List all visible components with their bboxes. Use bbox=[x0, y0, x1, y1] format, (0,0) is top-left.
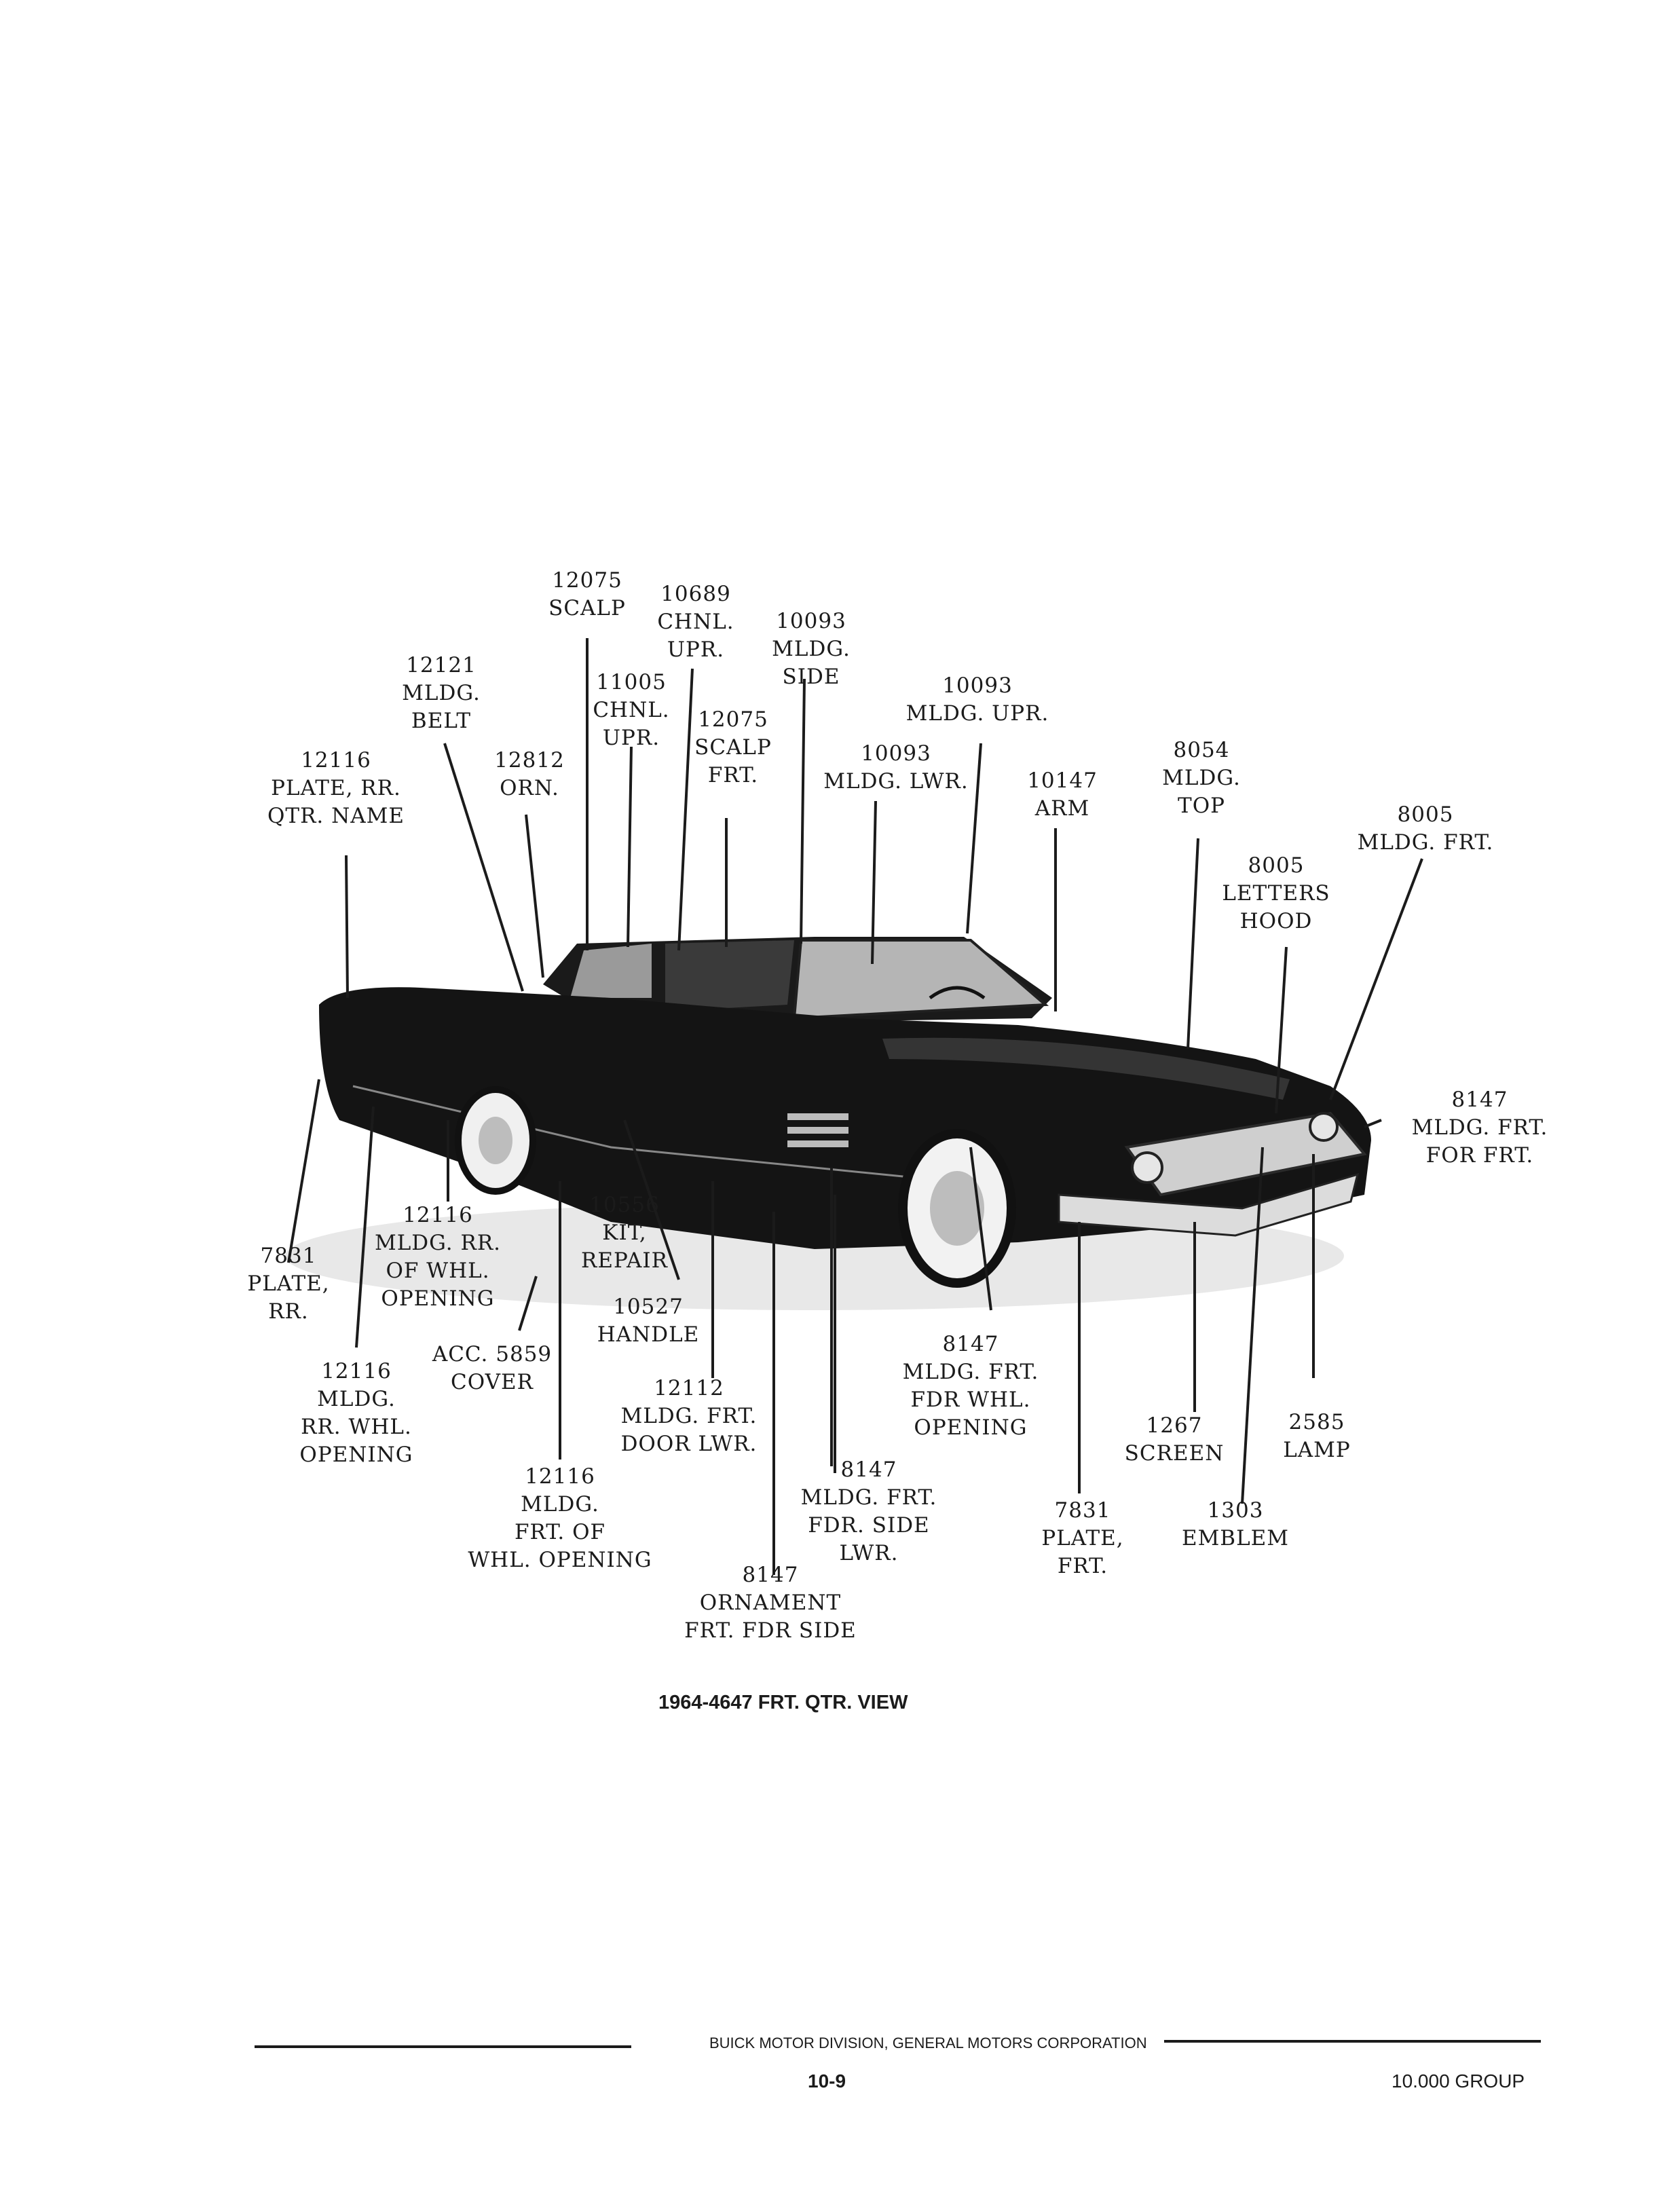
leader-lines bbox=[287, 638, 1423, 1575]
footer-page-number: 10-9 bbox=[808, 2070, 846, 2092]
front-bumper bbox=[1058, 1172, 1360, 1237]
figure-caption: 1964-4647 FRT. QTR. VIEW bbox=[658, 1692, 908, 1713]
headlamp-left bbox=[1131, 1151, 1163, 1184]
rear-window-pillar bbox=[665, 940, 794, 1011]
steering-wheel bbox=[929, 986, 986, 1000]
footer-rule-left bbox=[255, 2045, 631, 2048]
hood-highlight bbox=[882, 1037, 1290, 1100]
footer-group: 10.000 GROUP bbox=[1392, 2070, 1525, 2092]
rear-wheel bbox=[455, 1086, 536, 1195]
fender-ventiports bbox=[787, 1113, 848, 1147]
rear-side-window bbox=[570, 944, 652, 998]
windshield bbox=[792, 939, 1049, 1020]
front-wheel bbox=[898, 1129, 1016, 1288]
footer-publisher: BUICK MOTOR DIVISION, GENERAL MOTORS COR… bbox=[709, 2035, 1147, 2051]
side-molding bbox=[352, 1085, 951, 1183]
footer-rule-right bbox=[1164, 2040, 1541, 2043]
headlamp-right bbox=[1309, 1112, 1339, 1142]
